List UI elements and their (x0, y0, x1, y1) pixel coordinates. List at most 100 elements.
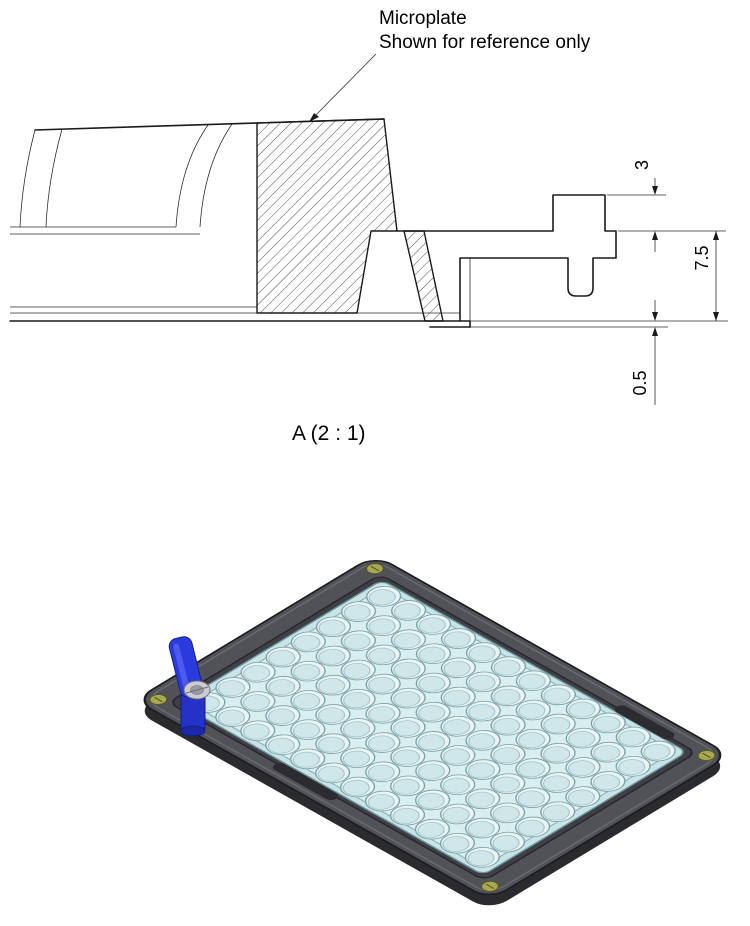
well-bottom (367, 793, 395, 810)
lever-base-bottom (180, 725, 206, 737)
well-bottom (467, 791, 495, 808)
well-bottom (593, 715, 621, 732)
well-bottom (443, 631, 471, 648)
well-bottom (342, 721, 371, 738)
well-bottom (442, 836, 470, 852)
well-bottom (418, 705, 446, 721)
microplate-wells (190, 586, 676, 868)
isometric-view (143, 560, 722, 906)
well-bottom (368, 647, 396, 664)
dimension-arm-height: 7.5 (470, 231, 728, 322)
microplate-rim (193, 588, 672, 867)
well-bottom (268, 679, 296, 696)
well-bottom (493, 747, 521, 764)
well-bottom (292, 722, 321, 739)
well-bottom (593, 745, 621, 761)
well-bottom (293, 634, 321, 651)
well-bottom (442, 748, 471, 765)
well-bottom (342, 779, 370, 796)
well-bottom (542, 804, 570, 821)
well-bottom (318, 619, 346, 636)
well-bottom (467, 850, 495, 867)
well-bottom (418, 675, 446, 692)
well-bottom (493, 688, 521, 705)
well-bottom (368, 706, 396, 723)
well-bottom (517, 790, 545, 807)
detail-view-label: A (2 : 1) (292, 422, 366, 445)
finger-notch-top (614, 705, 675, 740)
well-bottom (393, 603, 421, 620)
well-bottom (568, 701, 596, 718)
well-bottom (267, 737, 295, 754)
finger-notch-bottom (272, 763, 339, 801)
plate-left-curve-inner (45, 128, 63, 228)
well-bottom (442, 777, 470, 794)
plate-top-face (143, 560, 722, 895)
well-bottom (417, 734, 446, 751)
well-bottom (392, 808, 420, 824)
well-bottom (543, 687, 571, 704)
well-bottom (367, 764, 395, 781)
well-bottom (392, 778, 420, 795)
adapter-arm-outline (396, 194, 617, 322)
well-bottom (568, 731, 596, 747)
plate-mid-curve-inner (199, 123, 233, 228)
well-bottom (517, 761, 546, 778)
well-bottom (317, 736, 345, 753)
well-bottom (468, 674, 496, 691)
well-bottom (217, 709, 245, 726)
well-bottom (417, 763, 445, 780)
well-bottom (293, 693, 321, 710)
well-bottom (417, 792, 445, 809)
well-bottom (443, 719, 471, 736)
adapter-wall-section (403, 230, 444, 322)
well-bottom (443, 689, 471, 706)
well-bottom (467, 820, 495, 837)
annotation-leader-arrow (309, 113, 319, 122)
dimension-tab-height: 3 (607, 160, 726, 252)
well-bottom (442, 806, 470, 823)
well-bottom (618, 759, 646, 776)
microplate-wall-section (256, 118, 398, 314)
well-bottom (467, 762, 496, 779)
well-bottom (292, 751, 320, 768)
well-bottom (393, 691, 421, 707)
well-bottom (492, 805, 520, 822)
well-bottom (368, 589, 396, 606)
well-bottom (393, 632, 421, 649)
well-bottom (318, 678, 346, 694)
well-bottom (443, 660, 471, 677)
well-bottom (293, 664, 321, 680)
well-bottom (468, 645, 496, 662)
annotation-leader-line (311, 53, 377, 120)
dim-text-3: 3 (632, 160, 652, 170)
well-bottom (268, 649, 296, 666)
plate-left-curve-outer (19, 129, 36, 228)
well-bottom (217, 680, 246, 697)
clamp-lever (168, 636, 211, 737)
well-bottom (618, 729, 646, 746)
well-bottom (242, 694, 271, 711)
well-bottom (543, 746, 571, 763)
plate-mid-curve-outer (175, 124, 209, 228)
well-bottom (517, 819, 545, 836)
well-bottom (592, 774, 621, 791)
well-bottom (318, 648, 346, 665)
detail-section-view: Microplate Shown for reference only (9, 8, 728, 445)
well-bottom (317, 707, 346, 724)
well-bottom (493, 718, 521, 734)
well-bottom (493, 659, 521, 676)
well-bottom (343, 662, 371, 679)
corner-screws (148, 563, 717, 892)
well-bottom (518, 673, 546, 690)
well-bottom (518, 732, 546, 749)
well-bottom (342, 750, 370, 767)
well-bottom (542, 775, 571, 792)
well-bottom (367, 735, 396, 752)
well-bottom (243, 665, 271, 682)
well-bottom (392, 749, 420, 766)
adapter-frame-highlight (151, 564, 714, 891)
well-bottom (468, 733, 496, 750)
